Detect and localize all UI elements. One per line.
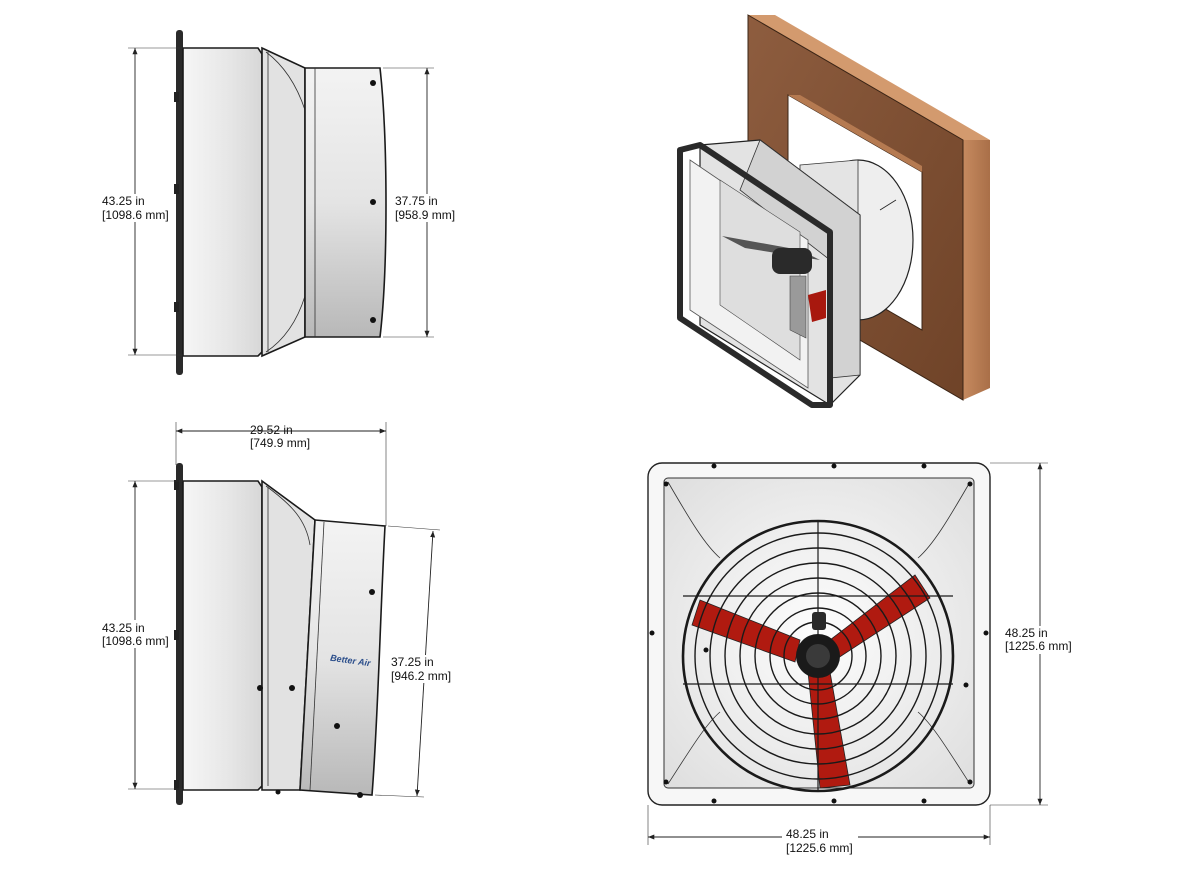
width-dim-mm: [1225.6 mm] — [786, 841, 853, 855]
flange — [677, 142, 833, 408]
frame-bolts — [649, 463, 989, 804]
motor — [772, 248, 812, 274]
side-view-top: 43.25 in [1098.6 mm] 37.75 in [958.9 mm] — [100, 30, 460, 375]
height-dim-in: 43.25 in — [102, 194, 145, 208]
isometric-view — [677, 14, 990, 408]
cone-dim-mm: [958.9 mm] — [395, 208, 455, 222]
fan-cone — [304, 67, 387, 338]
depth-dim-mm: [749.9 mm] — [250, 436, 310, 450]
height-dim-in: 43.25 in — [102, 621, 145, 635]
side-view-bottom: Better Air 29.52 in [749.9 mm] 43.25 in … — [100, 422, 456, 805]
fan-guard — [681, 519, 955, 793]
front-view: 48.25 in [1225.6 mm] 48.25 in [1225.6 mm… — [647, 462, 1075, 855]
housing-box — [182, 47, 263, 357]
cone-dim-in: 37.75 in — [395, 194, 438, 208]
fan-cone — [299, 519, 386, 796]
height-dim-mm: [1098.6 mm] — [102, 208, 169, 222]
flange — [176, 463, 183, 805]
fan-blade — [808, 290, 826, 322]
depth-dim-in: 29.52 in — [250, 423, 293, 437]
width-dim-in: 48.25 in — [786, 827, 829, 841]
height-dim-mm: [1098.6 mm] — [102, 634, 169, 648]
flange — [176, 30, 183, 375]
cone-dim-in: 37.25 in — [391, 655, 434, 669]
height-dim-mm: [1225.6 mm] — [1005, 639, 1072, 653]
housing-box — [182, 480, 263, 791]
cone-dim-mm: [946.2 mm] — [391, 669, 451, 683]
height-dim-in: 48.25 in — [1005, 626, 1048, 640]
